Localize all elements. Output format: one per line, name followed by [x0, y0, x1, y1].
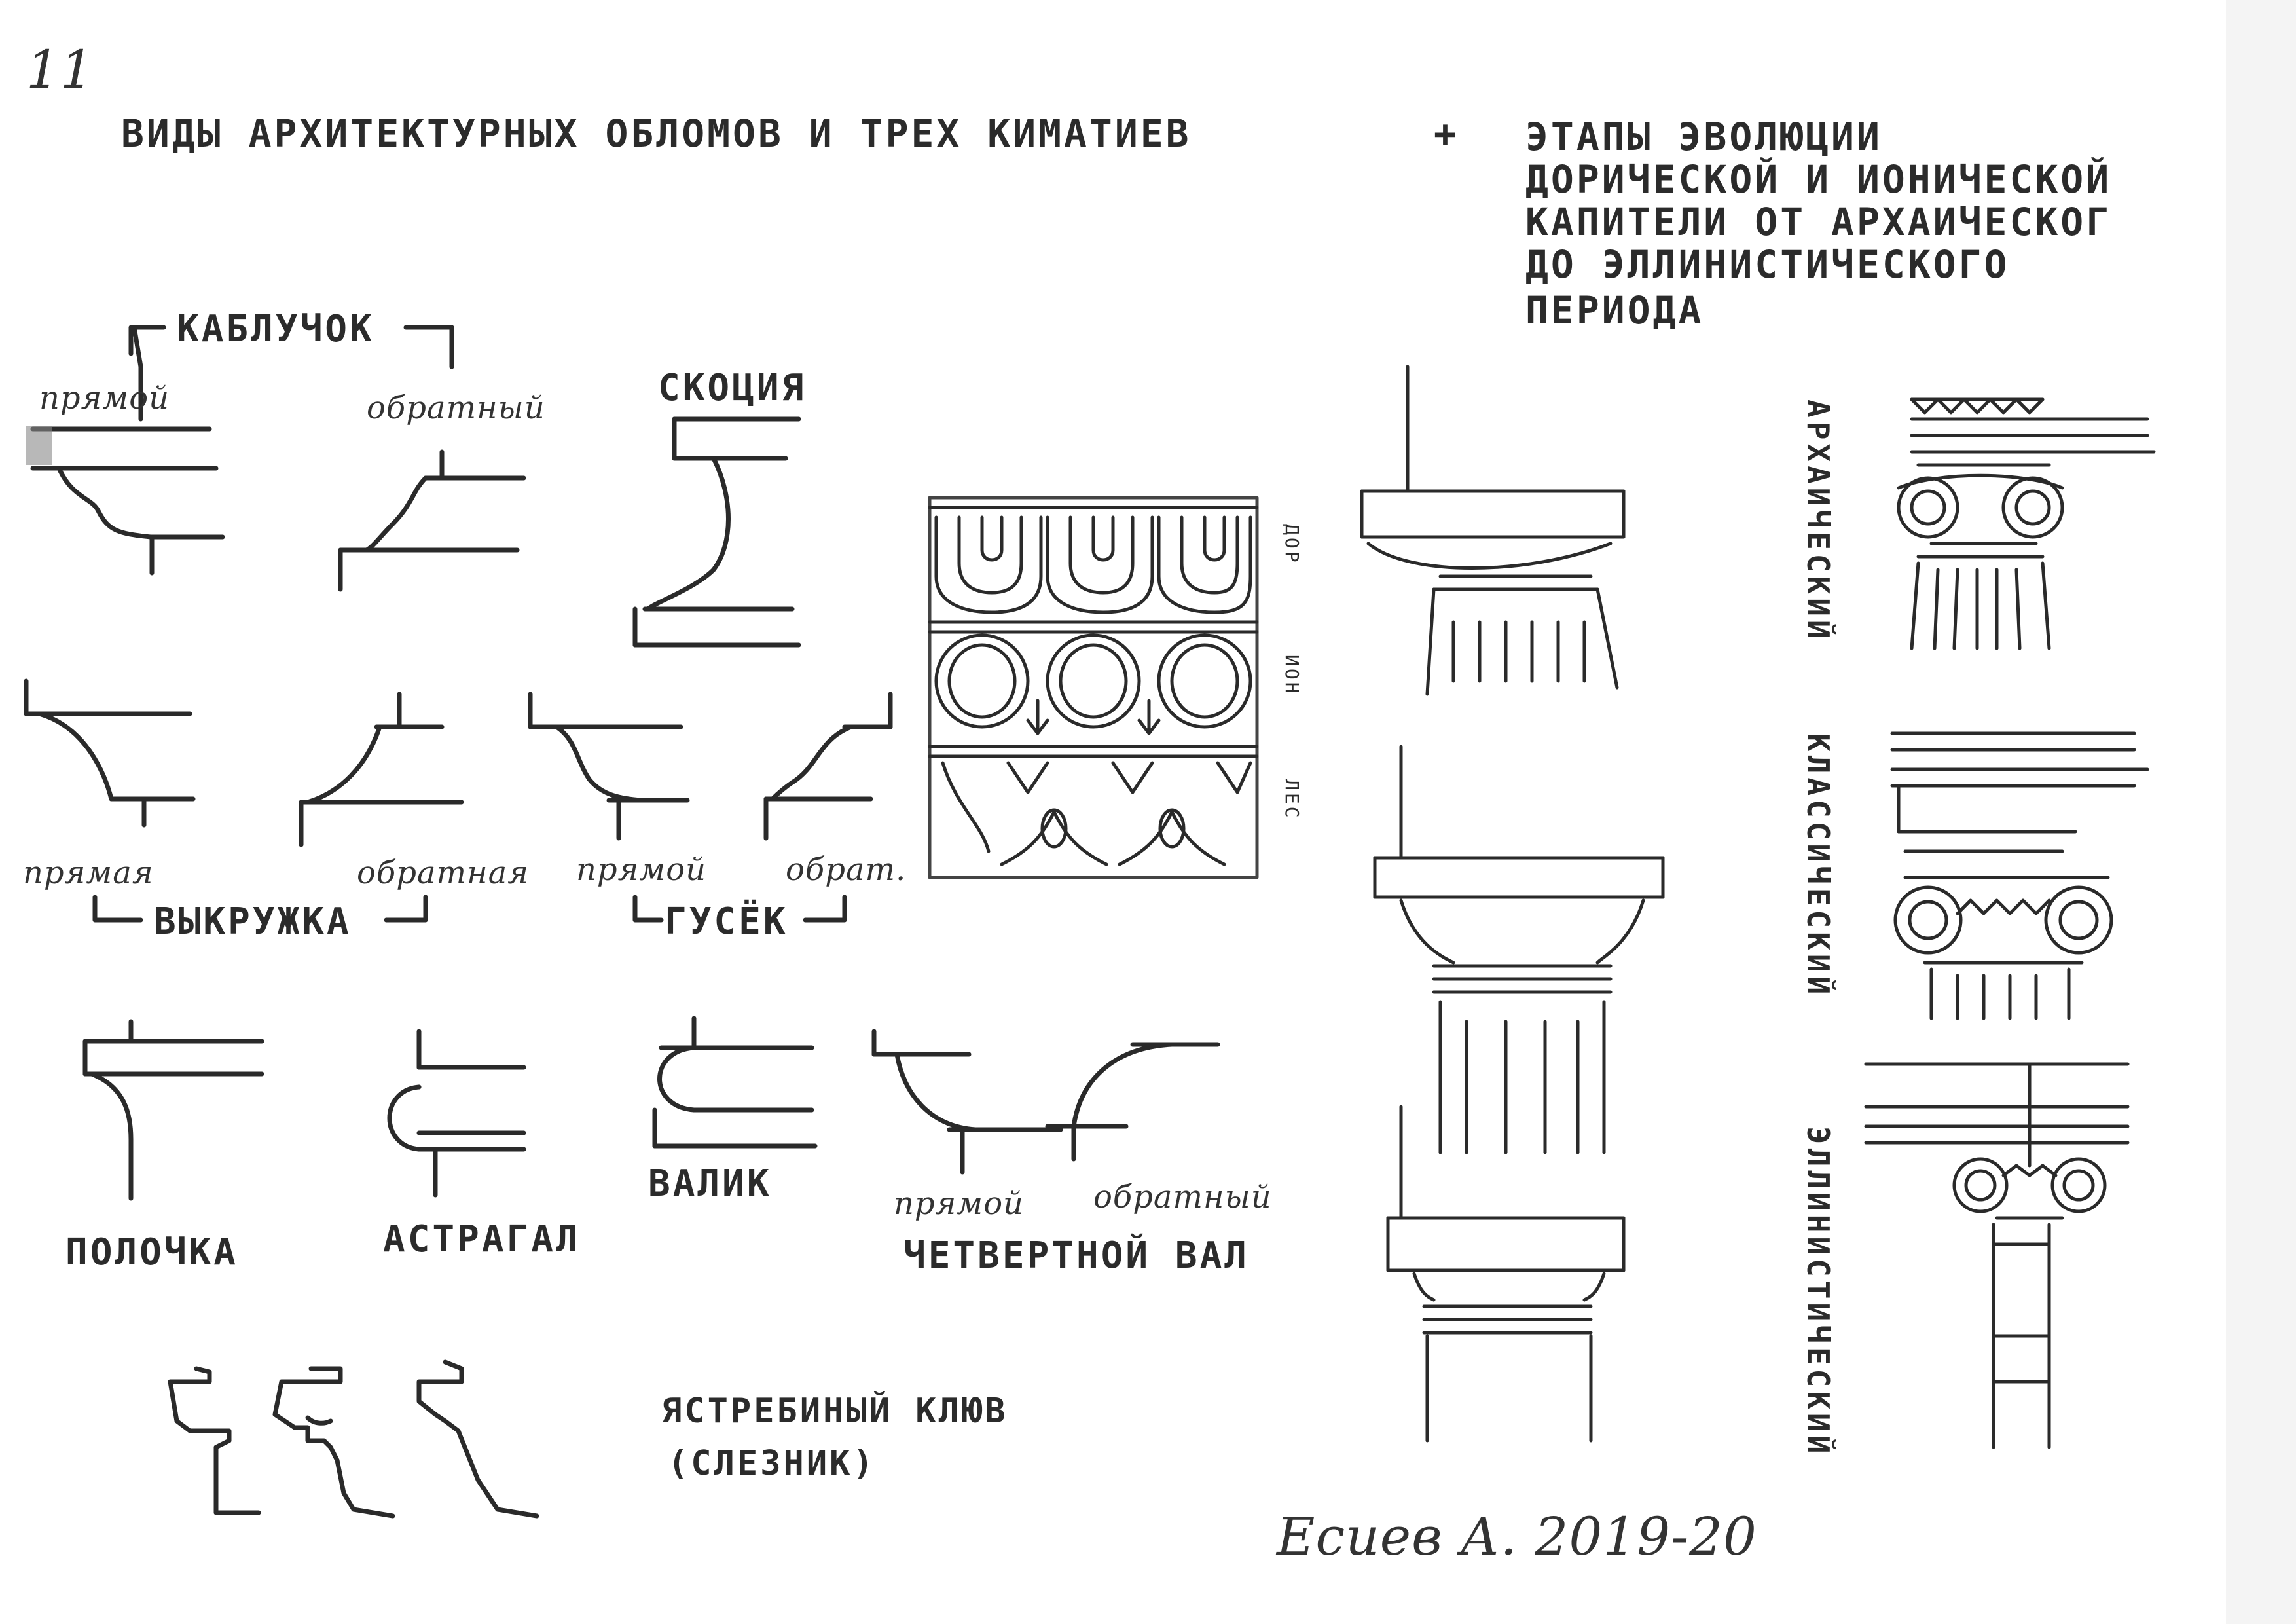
label-gusek-direct: прямой: [576, 851, 707, 888]
title-plus: +: [1434, 111, 1459, 156]
vykruzhka-reverse-profile: [299, 692, 464, 847]
hawk-beak-profile-3: [416, 1359, 539, 1519]
ionic-capital-archaic: [1897, 397, 2156, 650]
doric-capital-archaic: [1360, 365, 1626, 696]
polochka-profile: [82, 1019, 264, 1201]
kabluchok-reverse-profile: [338, 325, 526, 592]
label-kabluchok: КАБЛУЧОК: [177, 308, 374, 350]
label-hawk-beak-alt: (СЛЕЗНИК): [668, 1444, 876, 1483]
label-kabluchok-direct: прямой: [39, 380, 170, 416]
gusek-bracket-left: [632, 895, 664, 923]
label-gusek: ГУСЁК: [665, 900, 788, 943]
kabluchok-direct-profile: [26, 325, 225, 576]
label-kabluchok-reverse: обратный: [367, 390, 545, 426]
astragal-profile: [387, 1029, 526, 1198]
lesbian-kymation: [941, 761, 1252, 866]
label-quarter-round-reverse: обратный: [1093, 1179, 1272, 1215]
label-hawk-beak: ЯСТРЕБИНЫЙ КЛЮВ: [661, 1392, 1008, 1431]
label-gusek-reverse: обрат.: [786, 851, 907, 888]
label-capital-classical: КЛАССИЧЕСКИЙ: [1800, 733, 1836, 999]
vykruzhka-direct-profile: [24, 678, 196, 828]
page-title: ВИДЫ АРХИТЕКТУРНЫХ ОБЛОМОВ И ТРЕХ КИМАТИ…: [121, 111, 1192, 156]
label-kymation-doric: ДОР: [1281, 524, 1303, 565]
ionic-kymation: [934, 633, 1252, 735]
label-valik: ВАЛИК: [648, 1162, 772, 1205]
quarter-round-reverse-profile: [1045, 1042, 1220, 1162]
label-vykruzhka-reverse: обратная: [357, 855, 530, 891]
label-quarter-round-direct: прямой: [894, 1185, 1025, 1222]
label-astragal: АСТРАГАЛ: [383, 1218, 581, 1261]
label-scotia: СКОЦИЯ: [658, 367, 807, 409]
label-vykruzhka-direct: прямая: [23, 855, 154, 891]
label-capital-hellenistic: ЭЛЛИНИСТИЧЕСКИЙ: [1800, 1126, 1836, 1458]
scotia-profile: [632, 416, 801, 648]
quarter-round-direct-profile: [871, 1029, 1063, 1175]
title-right-line-1: ЭТАПЫ ЭВОЛЮЦИИ: [1525, 115, 1882, 159]
ionic-capital-classical: [1890, 731, 2149, 1020]
signature: Есиев А. 2019-20: [1277, 1506, 1757, 1567]
label-kymation-lesbian: ЛЕС: [1281, 779, 1303, 821]
title-right-line-4: ДО ЭЛЛИНИСТИЧЕСКОГО: [1525, 242, 2010, 287]
kymatia-panel: [928, 496, 1259, 879]
kabluchok-bracket-right: [403, 325, 454, 369]
title-right-line-3: КАПИТЕЛИ ОТ АРХАИЧЕСКОГ: [1525, 200, 2112, 244]
doric-capital-hellenistic: [1386, 1105, 1626, 1443]
vykruzhka-bracket-left: [92, 895, 143, 923]
valik-profile: [652, 1016, 818, 1149]
label-quarter-round: ЧЕТВЕРТНОЙ ВАЛ: [903, 1234, 1250, 1277]
label-vykruzhka: ВЫКРУЖКА: [154, 900, 352, 943]
vykruzhka-bracket-right: [384, 895, 428, 923]
gusek-reverse-profile: [763, 692, 893, 841]
gusek-direct-profile: [528, 692, 690, 841]
title-right-line-5: ПЕРИОДА: [1525, 288, 1704, 333]
hawk-beak-profile-2: [272, 1366, 395, 1519]
gusek-bracket-right: [803, 895, 847, 923]
ionic-capital-hellenistic: [1864, 1062, 2130, 1449]
label-kymation-ionic: ИОН: [1281, 655, 1303, 696]
title-right-line-2: ДОРИЧЕСКОЙ И ИОНИЧЕСКОЙ: [1525, 157, 2112, 202]
label-polochka: ПОЛОЧКА: [65, 1231, 239, 1274]
hawk-beak-profile-1: [168, 1366, 261, 1515]
doric-kymation: [934, 515, 1252, 614]
kabluchok-bracket-left: [128, 325, 166, 356]
doric-capital-classical: [1373, 745, 1665, 1154]
page-number: 11: [26, 39, 94, 100]
label-capital-archaic: АРХАИЧЕСКИЙ: [1800, 399, 1836, 642]
